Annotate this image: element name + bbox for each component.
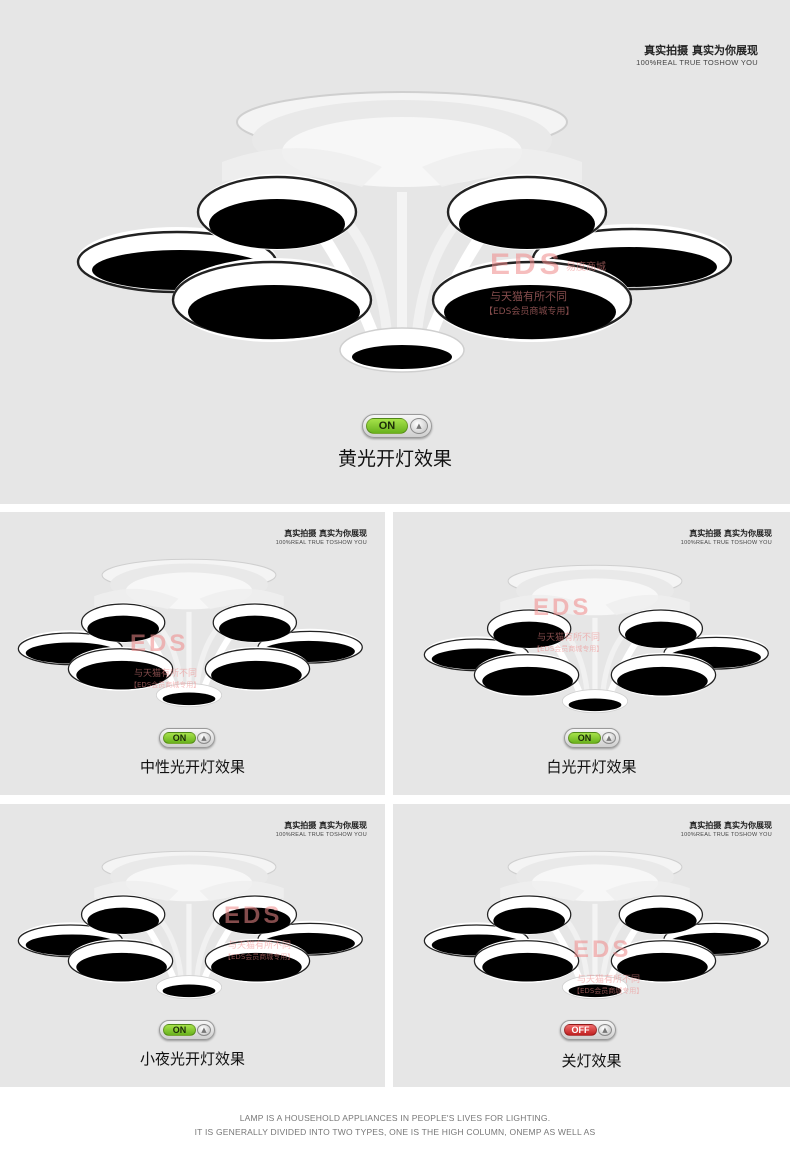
eds-line2: 【EDS会员商城专用】: [573, 987, 644, 995]
real-photo-watermark: 真实拍摄 真实为你展现: [689, 529, 772, 538]
eds-stamp: EDS 易度商城 与天猫有所不同 【EDS会员商城专用】: [470, 248, 630, 328]
switch-state-label: ON: [568, 732, 601, 744]
switch-knob-icon: ▲: [598, 1024, 612, 1036]
panel-white-light: 真实拍摄 真实为你展现 100%REAL TRUE TOSHOW YOU #p-…: [393, 512, 790, 795]
eds-line1: 与天猫有所不同: [577, 975, 641, 985]
eds-logo: EDS: [130, 630, 189, 657]
switch-state-label: ON: [163, 732, 196, 744]
panel-light-off: 真实拍摄 真实为你展现 100%REAL TRUE TOSHOW YOU #p-…: [393, 804, 790, 1087]
eds-logo: EDS: [490, 248, 564, 281]
panel-caption: 中性光开灯效果: [139, 758, 245, 776]
real-photo-watermark-en: 100%REAL TRUE TOSHOW YOU: [680, 540, 772, 546]
panel-caption: 小夜光开灯效果: [139, 1050, 245, 1068]
footer-line-2: IT IS GENERALLY DIVIDED INTO TWO TYPES, …: [194, 1127, 596, 1137]
real-photo-watermark-en: 100%REAL TRUE TOSHOW YOU: [275, 832, 367, 838]
eds-stamp: EDS 与天猫有所不同 【EDS会员商城专用】: [573, 936, 693, 1006]
eds-stamp: EDS 与天猫有所不同 【EDS会员商城专用】: [130, 630, 250, 700]
eds-line1: 与天猫有所不同: [537, 633, 601, 643]
switch-knob-icon: ▲: [197, 1024, 211, 1036]
power-switch[interactable]: OFF ▲: [560, 1020, 616, 1040]
panel-caption: 白光开灯效果: [546, 758, 637, 776]
power-switch[interactable]: ON ▲: [362, 414, 432, 438]
switch-state-label: ON: [366, 418, 408, 434]
real-photo-watermark: 真实拍摄 真实为你展现: [284, 821, 367, 830]
eds-stamp: EDS 与天猫有所不同 【EDS会员商城专用】: [533, 594, 653, 664]
eds-line1: 与天猫有所不同: [490, 290, 567, 303]
eds-logo: EDS: [573, 936, 632, 963]
eds-line2: 【EDS会员商城专用】: [533, 645, 604, 653]
panel-neutral-light: 真实拍摄 真实为你展现 100%REAL TRUE TOSHOW YOU #p-…: [0, 512, 385, 795]
eds-brand-sub: 易度商城: [566, 262, 606, 273]
eds-line1: 与天猫有所不同: [228, 941, 292, 951]
eds-line1: 与天猫有所不同: [134, 669, 198, 679]
eds-line2: 【EDS会员商城专用】: [224, 953, 295, 961]
eds-logo: EDS: [224, 902, 283, 929]
power-switch[interactable]: ON ▲: [159, 1020, 215, 1040]
power-switch[interactable]: ON ▲: [564, 728, 620, 748]
power-switch[interactable]: ON ▲: [159, 728, 215, 748]
eds-line2: 【EDS会员商城专用】: [130, 681, 201, 689]
switch-knob-icon: ▲: [602, 732, 616, 744]
real-photo-watermark: 真实拍摄 真实为你展现: [689, 821, 772, 830]
eds-stamp: EDS 与天猫有所不同 【EDS会员商城专用】: [224, 902, 344, 972]
panel-yellow-light: 真实拍摄 真实为你展现 100%REAL TRUE TOSHOW YOU #p-…: [0, 0, 790, 504]
eds-line2: 【EDS会员商城专用】: [484, 307, 575, 317]
eds-logo: EDS: [533, 594, 592, 621]
switch-state-label: ON: [163, 1024, 196, 1036]
switch-knob-icon: ▲: [410, 418, 428, 434]
real-photo-watermark-en: 100%REAL TRUE TOSHOW YOU: [636, 58, 758, 67]
footer-line-1: LAMP IS A HOUSEHOLD APPLIANCES IN PEOPLE…: [239, 1113, 551, 1123]
real-photo-watermark-en: 100%REAL TRUE TOSHOW YOU: [680, 832, 772, 838]
panel-night-light: 真实拍摄 真实为你展现 100%REAL TRUE TOSHOW YOU #p-…: [0, 804, 385, 1087]
real-photo-watermark: 真实拍摄 真实为你展现: [284, 529, 367, 538]
real-photo-watermark-en: 100%REAL TRUE TOSHOW YOU: [275, 540, 367, 546]
switch-knob-icon: ▲: [197, 732, 211, 744]
panel-caption: 关灯效果: [561, 1052, 622, 1070]
switch-state-label: OFF: [564, 1024, 597, 1036]
panel-caption: 黄光开灯效果: [337, 448, 452, 470]
real-photo-watermark: 真实拍摄 真实为你展现: [644, 44, 758, 57]
ceiling-lamp-image: #p-main .glow{fill:#fff2cf;}: [72, 82, 732, 382]
